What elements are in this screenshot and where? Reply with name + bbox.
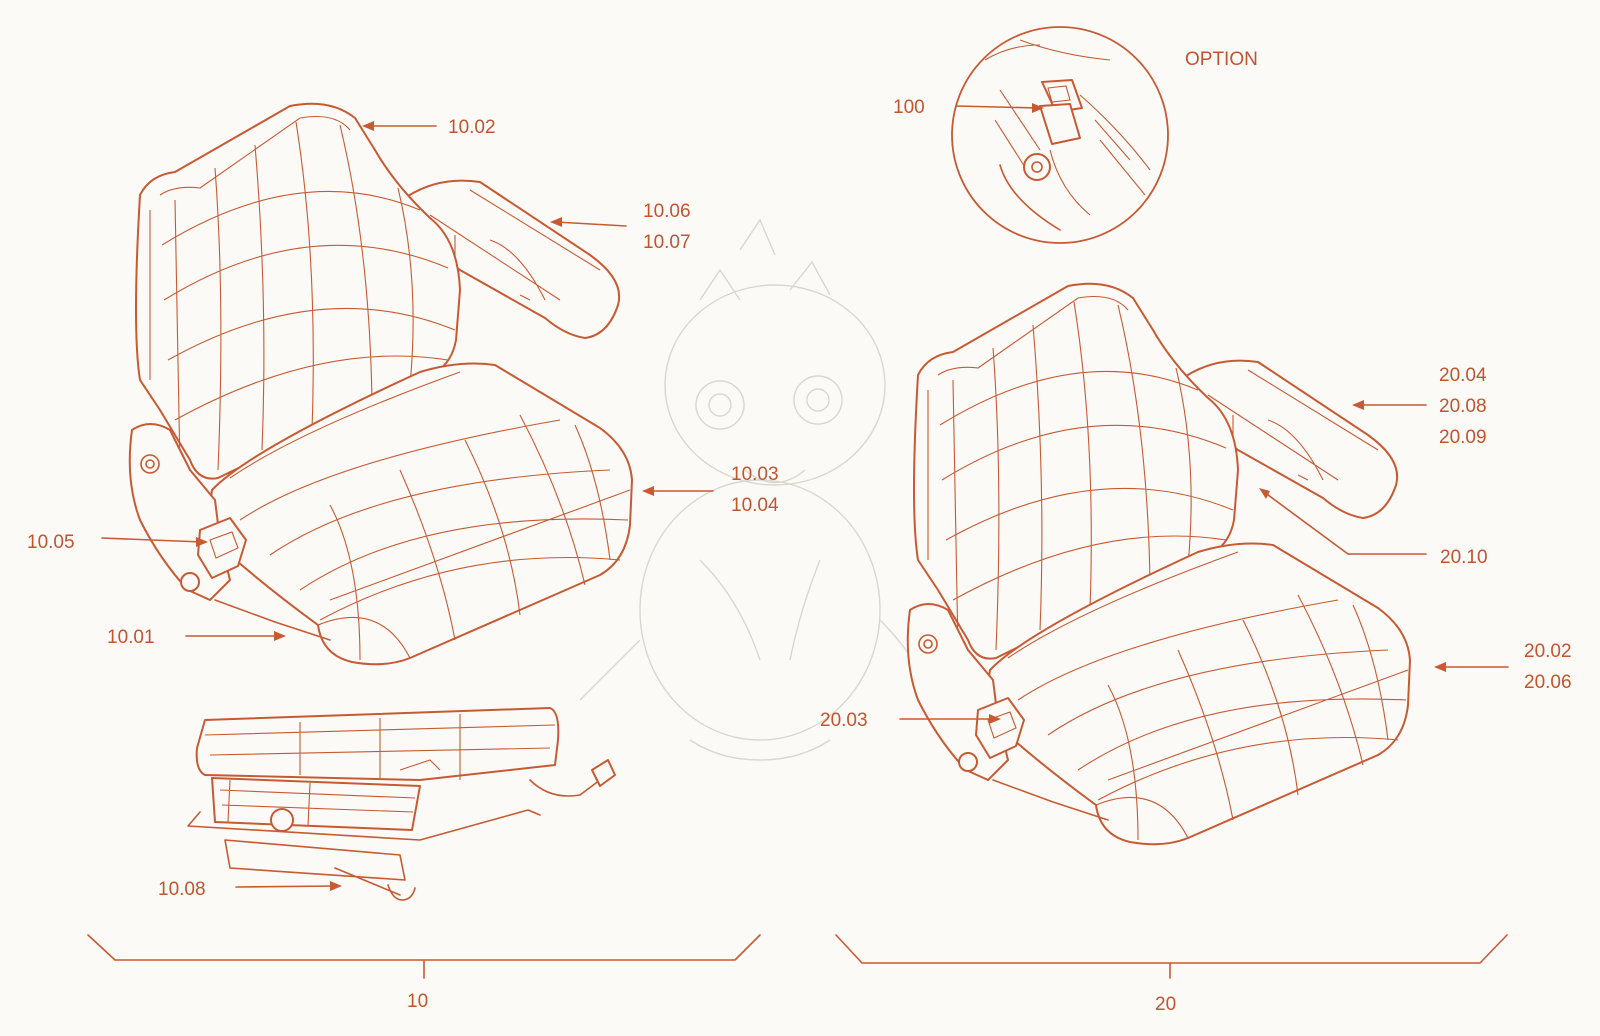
part-label-10-01: 10.01 xyxy=(107,627,155,648)
part-label-10-05: 10.05 xyxy=(27,532,75,553)
part-label-20-09: 20.09 xyxy=(1439,427,1487,448)
part-label-20-03: 20.03 xyxy=(820,710,868,731)
option-detail-view xyxy=(951,26,1169,244)
part-label-100: 100 xyxy=(893,97,925,118)
leader-lines xyxy=(101,103,1509,891)
part-label-20-04: 20.04 xyxy=(1439,365,1487,386)
group-bracket-20 xyxy=(835,934,1508,979)
part-label-10-02: 10.02 xyxy=(448,117,496,138)
seat-assembly-20 xyxy=(906,282,1411,846)
part-label-20-08: 20.08 xyxy=(1439,396,1487,417)
option-label: OPTION xyxy=(1185,49,1258,70)
group-label-10: 10 xyxy=(407,991,429,1012)
part-label-20-06: 20.06 xyxy=(1524,672,1572,693)
part-label-20-10: 20.10 xyxy=(1440,547,1488,568)
part-label-10-08: 10.08 xyxy=(158,879,206,900)
part-label-10-04: 10.04 xyxy=(731,495,779,516)
part-label-10-07: 10.07 xyxy=(643,232,691,253)
group-label-20: 20 xyxy=(1155,994,1177,1015)
seat-assembly-10 xyxy=(128,102,634,666)
suspension-base xyxy=(187,707,616,901)
part-label-10-06: 10.06 xyxy=(643,201,691,222)
part-label-20-02: 20.02 xyxy=(1524,641,1572,662)
part-label-10-03: 10.03 xyxy=(731,464,779,485)
group-bracket-10 xyxy=(87,934,761,979)
